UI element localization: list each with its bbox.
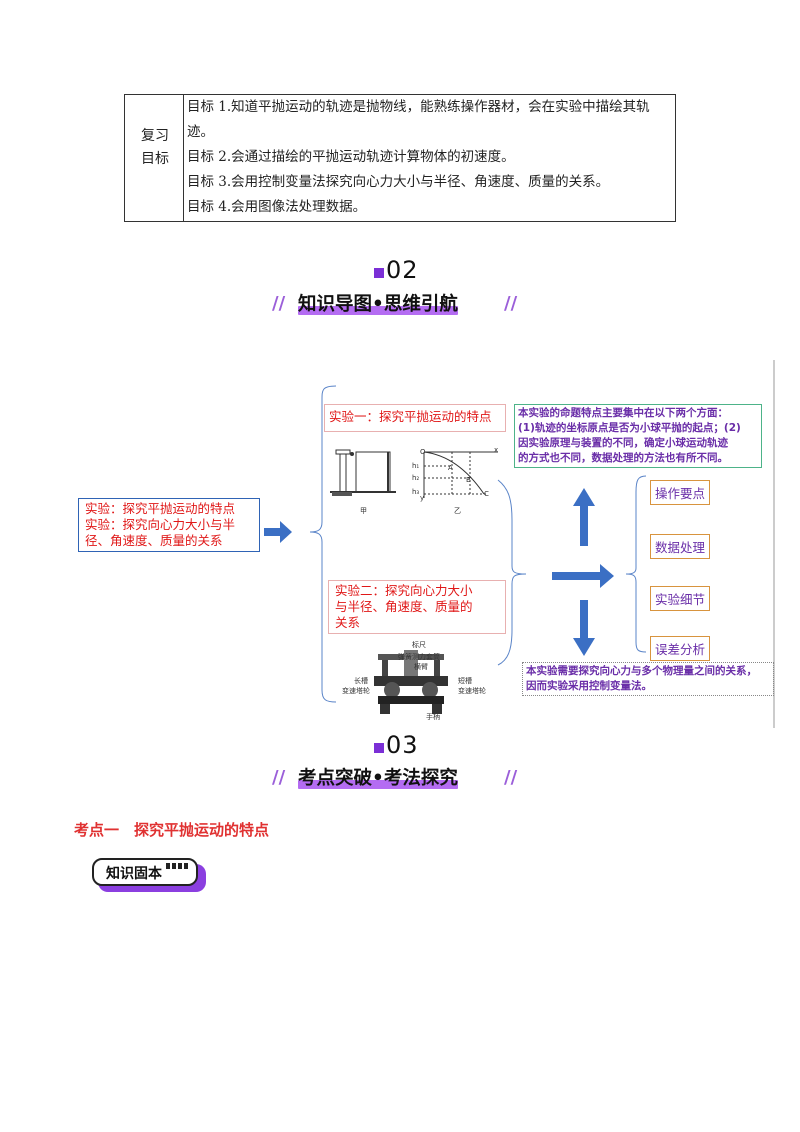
pill-experiment-details: 实验细节 (650, 586, 711, 611)
figure-yi-label: 乙 (454, 507, 461, 515)
pill-operation-points: 操作要点 (650, 480, 711, 505)
mind-map: 实验：探究平抛运动的特点 实验：探究向心力大小与半 径、角速度、质量的关系 实验… (78, 360, 776, 728)
knowledge-badge: 知识固本 (92, 858, 208, 892)
apparatus-short-slot-label: 短槽 (458, 677, 472, 685)
graph-label-a: A (448, 464, 453, 472)
note-line: 因而实验采用控制变量法。 (526, 680, 652, 692)
experiment-2-node: 实验二：探究向心力大小 与半径、角速度、质量的 关系 (328, 580, 506, 634)
centripetal-apparatus-figure (374, 650, 448, 714)
root-node: 实验：探究平抛运动的特点 实验：探究向心力大小与半 径、角速度、质量的关系 (78, 498, 260, 552)
note-box-1: 本实验的命题特点主要集中在以下两个方面： (1)轨迹的坐标原点是否为小球平抛的起… (514, 404, 762, 468)
apparatus-left-tower-label: 变速塔轮 (342, 687, 370, 695)
pill-error-analysis: 误差分析 (650, 636, 711, 661)
trajectory-graph-figure (423, 451, 498, 498)
goals-label-line1: 复习 (141, 128, 169, 144)
goal-line: 目标 3.会用控制变量法探究向心力大小与半径、角速度、质量的关系。 (187, 174, 610, 190)
section-square-icon (374, 268, 384, 278)
experiment-2-line: 与半径、角速度、质量的 (335, 599, 473, 614)
section-number-02: 02 (374, 256, 419, 284)
note-line: 本实验需要探究向心力与多个物理量之间的关系， (526, 665, 757, 677)
graph-label-h2: h₂ (412, 474, 420, 482)
goals-label-cell: 复习 目标 (125, 95, 184, 221)
graph-label-o: O (420, 448, 426, 456)
apparatus-long-slot-label: 长槽 (354, 677, 368, 685)
slash-decoration-icon: // (272, 293, 286, 314)
graph-label-b: B (466, 476, 471, 484)
goals-text-cell: 目标 1.知道平抛运动的轨迹是抛物线，能熟练操作器材，会在实验中描绘其轨 迹。 … (185, 95, 669, 220)
note-line: 因实验原理与装置的不同，确定小球运动轨迹 (518, 437, 728, 449)
experiment-1-node: 实验一：探究平抛运动的特点 (324, 404, 506, 432)
note-line: (1)轨迹的坐标原点是否为小球平抛的起点；(2) (518, 422, 741, 434)
apparatus-right-tower-label: 变速塔轮 (458, 687, 486, 695)
apparatus-arm-label: 横臂 (414, 663, 428, 671)
experiment-2-line: 实验二：探究向心力大小 (335, 583, 473, 598)
experiment-2-line: 关系 (335, 615, 361, 630)
goal-line: 迹。 (187, 124, 214, 140)
root-line: 实验：探究向心力大小与半 (85, 517, 236, 532)
section-title-02: 知识导图•思维引航 (298, 294, 458, 315)
graph-label-x: x (494, 446, 499, 454)
root-line: 实验：探究平抛运动的特点 (85, 501, 236, 516)
graph-label-h3: h₃ (412, 488, 420, 496)
slash-decoration-icon: // (272, 767, 286, 788)
slash-decoration-icon: // (504, 293, 518, 314)
badge-label: 知识固本 (106, 866, 162, 882)
projectile-apparatus-figure (330, 449, 396, 496)
note-box-2: 本实验需要探究向心力与多个物理量之间的关系， 因而实验采用控制变量法。 (522, 662, 774, 696)
graph-label-h1: h₁ (412, 462, 420, 470)
experiment-1-title: 实验一：探究平抛运动的特点 (329, 409, 492, 424)
graph-label-c: C (484, 490, 489, 498)
apparatus-spring-label: 弹簧测力套筒 (398, 653, 440, 661)
slash-decoration-icon: // (504, 767, 518, 788)
goal-line: 目标 1.知道平抛运动的轨迹是抛物线，能熟练操作器材，会在实验中描绘其轨 (187, 99, 650, 115)
note-line: 本实验的命题特点主要集中在以下两个方面： (518, 407, 728, 419)
figure-jia-label: 甲 (360, 507, 367, 515)
review-goals-table: 复习 目标 目标 1.知道平抛运动的轨迹是抛物线，能熟练操作器材，会在实验中描绘… (124, 94, 676, 222)
section-title-03: 考点突破•考法探究 (298, 768, 458, 789)
section-number-03: 03 (374, 731, 419, 759)
note-line: 的方式也不同，数据处理的方法也有所不同。 (518, 452, 728, 464)
pill-data-processing: 数据处理 (650, 534, 711, 559)
goal-line: 目标 2.会通过描绘的平抛运动轨迹计算物体的初速度。 (187, 149, 515, 165)
mind-map-lines (264, 360, 775, 728)
section-square-icon (374, 743, 384, 753)
apparatus-ruler-label: 标尺 (412, 641, 426, 649)
graph-label-y: y (420, 494, 425, 502)
goals-label-line2: 目标 (141, 151, 169, 167)
root-line: 径、角速度、质量的关系 (85, 533, 223, 548)
badge-dots-icon (166, 854, 188, 873)
apparatus-handle-label: 手柄 (426, 713, 440, 721)
topic-heading: 考点一 探究平抛运动的特点 (74, 821, 270, 839)
goal-line: 目标 4.会用图像法处理数据。 (187, 199, 367, 215)
